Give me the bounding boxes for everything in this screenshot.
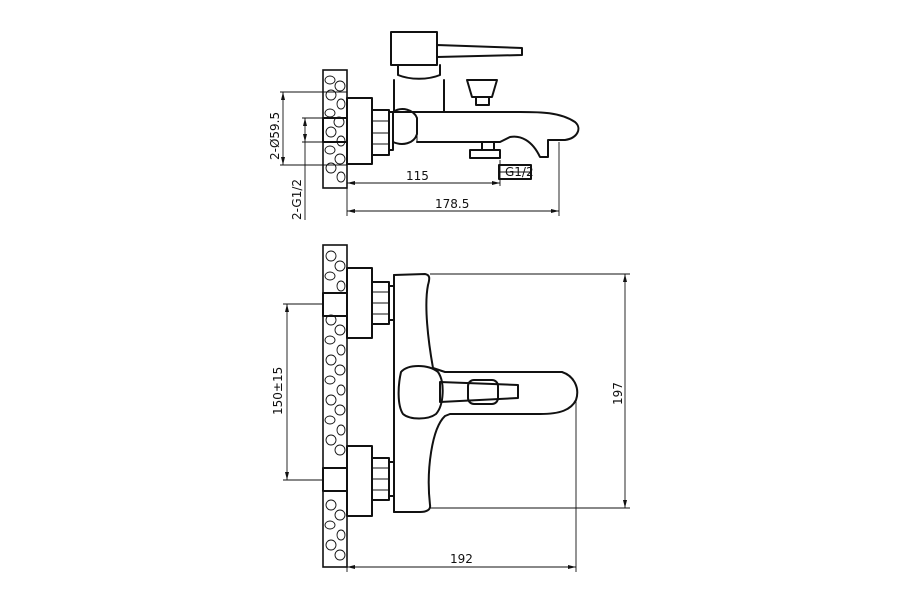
inlet-thread-label: 2-G1/2 <box>290 179 304 220</box>
dim-inlet-thread: 2-G1/2 <box>290 117 323 220</box>
side-view-diverter <box>466 79 498 106</box>
top-view-connector-upper <box>322 267 395 339</box>
top-view-wall <box>322 244 348 568</box>
top-view-handle <box>397 365 519 420</box>
top-view: 150±15 197 192 <box>271 244 630 572</box>
side-view-handle <box>390 31 523 80</box>
side-view-body <box>392 79 580 158</box>
top-view-body <box>393 273 579 513</box>
side-view-shower-outlet: G1/2 <box>469 141 534 180</box>
dim-center-distance: 150±15 <box>271 303 323 481</box>
side-view: G1/2 115 178.5 2-Ø59.5 <box>268 31 580 220</box>
dim-outlet-length: 115 <box>346 160 501 216</box>
dim-flange-diameter: 2-Ø59.5 <box>268 91 347 166</box>
top-view-connector-lower <box>322 445 395 517</box>
outlet-length-label: 115 <box>406 169 429 183</box>
side-view-wall <box>322 69 348 189</box>
total-depth-label: 178.5 <box>435 197 469 211</box>
width-label: 192 <box>450 552 473 566</box>
side-view-connector <box>322 97 394 165</box>
center-distance-label: 150±15 <box>271 367 285 415</box>
shower-thread-label: G1/2 <box>505 165 534 179</box>
height-label: 197 <box>611 382 625 405</box>
dim-width: 192 <box>346 400 577 572</box>
dim-total-depth: 178.5 <box>347 142 560 216</box>
dim-height: 197 <box>430 273 630 509</box>
flange-diameter-label: 2-Ø59.5 <box>268 112 282 160</box>
